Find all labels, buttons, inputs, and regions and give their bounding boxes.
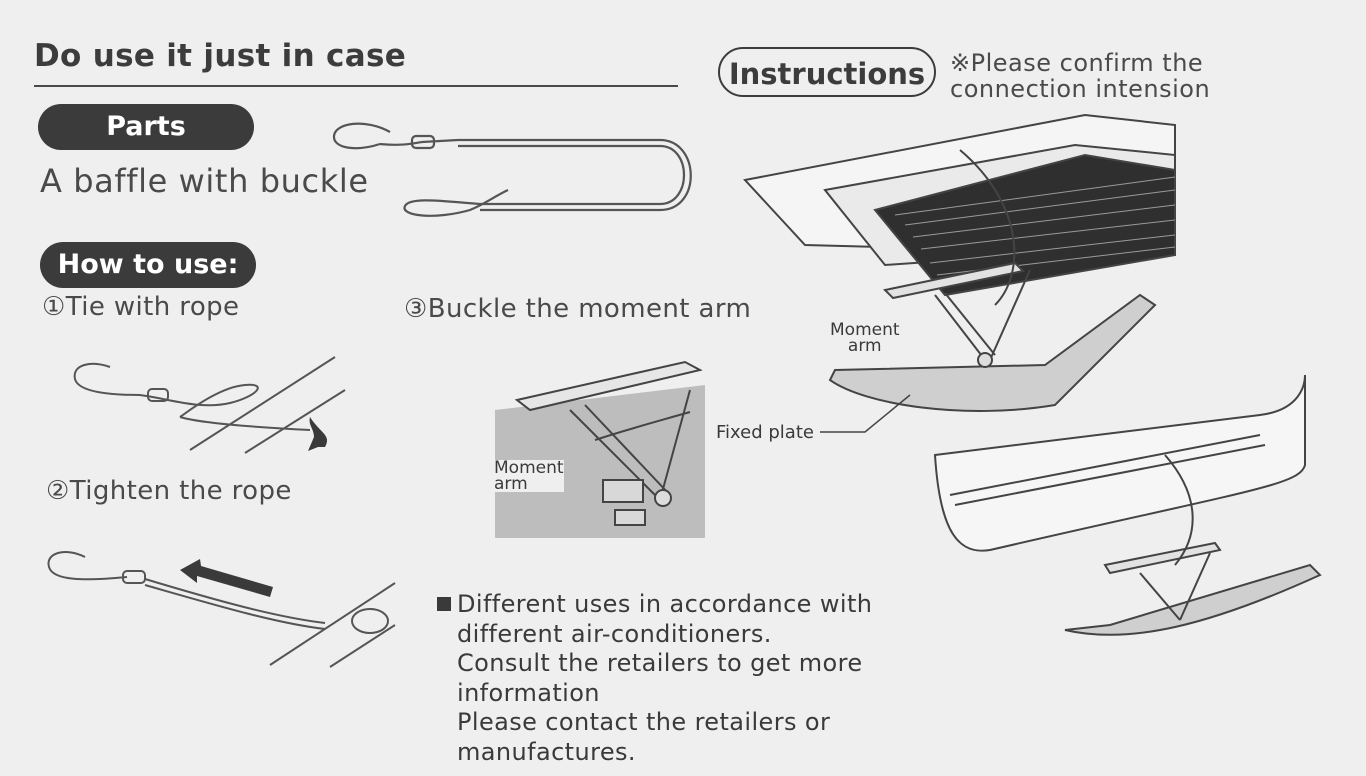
instructions-badge: Instructions xyxy=(718,47,936,97)
moment-arm-label-small: Moment arm xyxy=(494,458,564,494)
fixed-plate-leader-line xyxy=(820,394,911,433)
parts-description: A baffle with buckle xyxy=(40,162,369,200)
notes-line-3: Consult the retailers to get more xyxy=(457,649,863,677)
arm-word-2: arm xyxy=(847,336,882,356)
tighten-rope-illustration xyxy=(47,551,396,668)
moment-arm-illustration xyxy=(495,360,705,538)
step-1-label: ①Tie with rope xyxy=(42,292,240,322)
ceiling-unit-illustration xyxy=(743,113,1176,412)
how-to-use-badge: How to use: xyxy=(40,242,256,288)
moment-arm-word: Moment xyxy=(494,458,564,478)
instructions-note-line1: ※Please confirm the xyxy=(950,49,1204,77)
arm-word: arm xyxy=(494,474,528,494)
instructions-note-line2: connection intension xyxy=(950,75,1211,103)
usage-notes: Different uses in accordance with differ… xyxy=(437,590,872,767)
instructions-note: ※Please confirm the connection intension xyxy=(950,50,1250,102)
notes-line-1-text: Different uses in accordance with xyxy=(457,590,873,618)
bullet-square-icon xyxy=(437,597,451,611)
notes-line-2: different air-conditioners. xyxy=(457,619,772,648)
title-divider xyxy=(34,85,678,87)
notes-line-4: information xyxy=(457,678,600,707)
fixed-plate-label: Fixed plate xyxy=(716,422,814,443)
wall-unit-illustration xyxy=(933,374,1322,636)
notes-line-1: Different uses in accordance with xyxy=(437,590,872,620)
page-title: Do use it just in case xyxy=(34,38,407,74)
tie-rope-illustration xyxy=(73,356,346,454)
parts-badge: Parts xyxy=(38,104,254,150)
moment-arm-label-large: Moment arm xyxy=(830,320,900,356)
rope-buckle-illustration xyxy=(332,122,692,217)
step-2-label: ②Tighten the rope xyxy=(46,476,292,506)
step-3-label: ③Buckle the moment arm xyxy=(404,294,752,324)
moment-arm-word-2: Moment xyxy=(830,320,900,340)
notes-line-6: manufactures. xyxy=(457,737,636,766)
notes-line-5: Please contact the retailers or xyxy=(457,708,831,736)
